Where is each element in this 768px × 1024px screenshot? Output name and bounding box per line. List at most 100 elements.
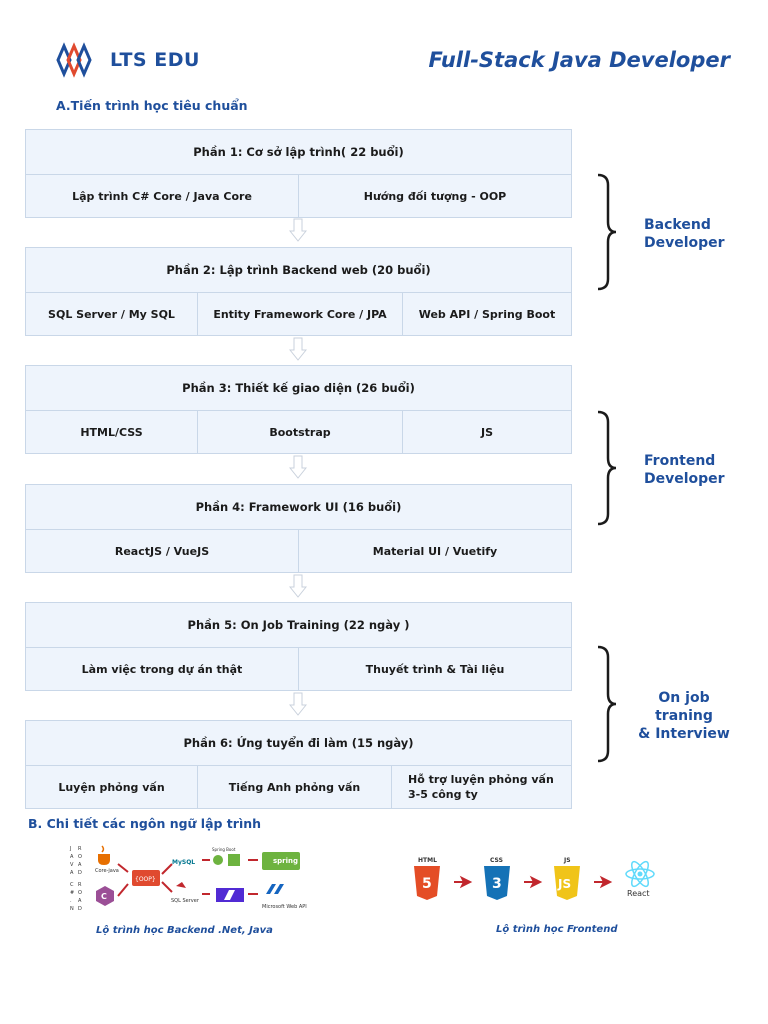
part-cell: Thuyết trình & Tài liệu (365, 662, 505, 676)
lts-edu-logo-icon (56, 42, 92, 78)
part-cell: Luyện phỏng vấn (26, 766, 198, 808)
oop-icon: {OOP} (132, 870, 160, 886)
part-4-block: Phần 4: Framework UI (16 buổi) ReactJS /… (25, 484, 572, 573)
html5-icon: HTML 5 (414, 857, 440, 900)
svg-text:JS: JS (563, 857, 571, 864)
part-cell: Hỗ trợ luyện phỏng vấn 3-5 công ty (408, 773, 554, 801)
section-b-title: B. Chi tiết các ngôn ngữ lập trình (28, 816, 262, 831)
flow-arrow-icon (454, 875, 473, 889)
svg-text:A: A (70, 854, 74, 860)
entity-framework-icon (216, 888, 244, 902)
part-cell: Làm việc trong dự án thật (26, 648, 299, 690)
part-5-block: Phần 5: On Job Training (22 ngày ) Làm v… (25, 602, 572, 691)
part-cell: HTML/CSS (26, 411, 198, 453)
flow-arrow-icon (117, 883, 129, 897)
down-arrow-icon (289, 337, 307, 361)
part-cell: Tiếng Anh phỏng vấn (198, 766, 392, 808)
svg-text:Microsoft Web API: Microsoft Web API (262, 904, 307, 910)
section-a-title: A.Tiến trình học tiêu chuẩn (56, 98, 248, 113)
svg-text:CSS: CSS (490, 857, 503, 864)
react-icon: React (625, 860, 655, 898)
flow-arrow-icon (161, 881, 173, 893)
svg-text:HTML: HTML (418, 857, 437, 864)
css3-icon: CSS 3 (484, 857, 510, 900)
down-arrow-icon (289, 455, 307, 479)
part-cell: Bootstrap (198, 411, 403, 453)
svg-text:Core-java: Core-java (95, 868, 119, 874)
java-icon: Core-java (95, 845, 119, 874)
right-brace-icon (597, 410, 617, 526)
svg-text:A: A (78, 898, 82, 904)
flow-arrow-icon (524, 875, 543, 889)
flow-arrow-icon (161, 863, 173, 875)
part-cell: Web API / Spring Boot (418, 307, 556, 321)
flow-arrow-icon (117, 863, 129, 873)
part-title: Phần 4: Framework UI (16 buổi) (26, 485, 571, 530)
java-vertical-label: J (69, 846, 71, 852)
csharp-icon: C (96, 886, 114, 906)
part-1-block: Phần 1: Cơ sở lập trình( 22 buổi) Lập tr… (25, 129, 572, 218)
svg-text:D: D (78, 870, 82, 876)
part-title: Phần 3: Thiết kế giao diện (26 buổi) (26, 366, 571, 411)
svg-text:D: D (78, 906, 82, 912)
svg-text:3: 3 (492, 876, 502, 892)
svg-text:{OOP}: {OOP} (135, 876, 156, 883)
part-2-block: Phần 2: Lập trình Backend web (20 buổi) … (25, 247, 572, 336)
svg-text:SQL Server: SQL Server (171, 898, 200, 904)
logo: LTS EDU (56, 40, 200, 80)
svg-text:R: R (78, 846, 82, 852)
part-6-block: Phần 6: Ứng tuyển đi làm (15 ngày) Luyện… (25, 720, 572, 809)
brace-label-frontend: Frontend Developer (644, 452, 725, 488)
svg-text:O: O (78, 854, 82, 860)
part-cell: Material UI / Vuetify (372, 544, 498, 558)
svg-text:O: O (78, 890, 82, 896)
logo-text: LTS EDU (110, 49, 200, 71)
svg-text:React: React (627, 889, 650, 898)
brace-label-interview: On job traning & Interview (628, 689, 740, 743)
right-brace-icon (597, 173, 617, 291)
brace-label-line: Backend (644, 217, 711, 233)
part-cell: SQL Server / My SQL (26, 293, 198, 335)
spring-boot-icon: Spring Boot (212, 847, 240, 866)
part-cell: Lập trình C# Core / Java Core (26, 175, 299, 217)
part-cell: JS (480, 425, 493, 439)
part-3-block: Phần 3: Thiết kế giao diện (26 buổi) HTM… (25, 365, 572, 454)
svg-text:Spring Boot: Spring Boot (212, 847, 236, 852)
part-title: Phần 6: Ứng tuyển đi làm (15 ngày) (26, 721, 571, 766)
down-arrow-icon (289, 574, 307, 598)
svg-text:spring: spring (273, 857, 298, 865)
part-title: Phần 2: Lập trình Backend web (20 buổi) (26, 248, 571, 293)
svg-text:5: 5 (422, 876, 432, 892)
svg-text:C: C (70, 882, 74, 888)
spring-icon: spring (262, 852, 300, 870)
svg-text:#: # (70, 890, 74, 896)
brace-label-line: On job traning (655, 690, 713, 724)
down-arrow-icon (289, 218, 307, 242)
svg-text:A: A (78, 862, 82, 868)
backend-caption: Lộ trình học Backend .Net, Java (96, 925, 273, 936)
right-brace-icon (597, 645, 617, 763)
part-cell: Entity Framework Core / JPA (198, 293, 403, 335)
web-api-icon: Microsoft Web API (262, 884, 307, 910)
part-title: Phần 5: On Job Training (22 ngày ) (26, 603, 571, 648)
brace-label-line: Frontend (644, 453, 716, 469)
svg-text:JS: JS (557, 877, 571, 891)
svg-text:A: A (70, 870, 74, 876)
mysql-icon: MySQL (172, 859, 195, 866)
svg-text:V: V (70, 862, 74, 868)
part-cell: Hướng đối tượng - OOP (363, 189, 507, 203)
brace-label-line: Developer (644, 235, 725, 251)
sqlserver-icon: SQL Server (171, 882, 200, 904)
svg-text:C: C (101, 892, 107, 901)
svg-text:MySQL: MySQL (172, 859, 195, 866)
brace-label-line: Developer (644, 471, 725, 487)
brace-label-backend: Backend Developer (644, 216, 725, 252)
frontend-caption: Lộ trình học Frontend (496, 924, 618, 935)
part-title: Phần 1: Cơ sở lập trình( 22 buổi) (26, 130, 571, 175)
svg-text:N: N (70, 906, 74, 912)
part-cell: ReactJS / VueJS (26, 530, 299, 572)
svg-text:.: . (70, 898, 72, 904)
flow-arrow-icon (594, 875, 613, 889)
frontend-roadmap-diagram: HTML 5 CSS 3 JS JS React (414, 857, 655, 900)
